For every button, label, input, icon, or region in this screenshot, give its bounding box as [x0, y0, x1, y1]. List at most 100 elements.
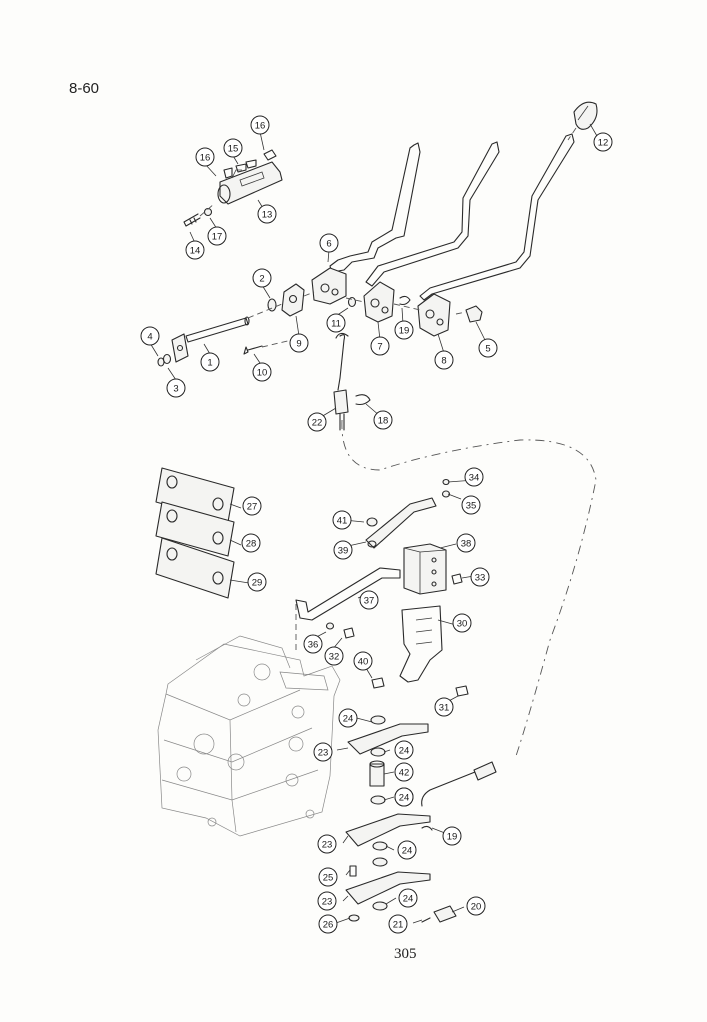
callout-circle [452, 613, 472, 633]
callout-number: 25 [323, 872, 334, 883]
callout-circle [332, 510, 352, 530]
callout-layer [149, 123, 598, 924]
callout-21: 21 [388, 914, 408, 934]
callout-38: 38 [456, 533, 476, 553]
callout-circle [319, 233, 339, 253]
callout-31: 31 [434, 697, 454, 717]
callout-4: 4 [140, 326, 160, 346]
callout-number: 14 [190, 245, 201, 256]
callout-23: 23 [317, 834, 337, 854]
linkage-stack [345, 715, 433, 922]
callout-circle [313, 742, 333, 762]
callout-circle [593, 132, 613, 152]
callout-number: 41 [337, 515, 348, 526]
callout-19: 19 [442, 826, 462, 846]
callout-number: 23 [322, 896, 333, 907]
callout-circle [388, 914, 408, 934]
callout-39: 39 [333, 540, 353, 560]
callout-15: 15 [223, 138, 243, 158]
callout-35: 35 [461, 495, 481, 515]
callout-circle [466, 896, 486, 916]
callout-number: 21 [393, 919, 404, 930]
callout-circle [289, 333, 309, 353]
callout-number: 40 [358, 656, 369, 667]
callout-circle [470, 567, 490, 587]
lever-7 [363, 141, 500, 323]
knob-12 [567, 101, 598, 141]
callout-number: 12 [598, 137, 609, 148]
callout-6: 6 [319, 233, 339, 253]
callout-circle [394, 740, 414, 760]
callout-circle [394, 787, 414, 807]
callout-40: 40 [353, 651, 373, 671]
callout-number: 2 [259, 273, 264, 284]
callout-circle [317, 834, 337, 854]
callout-9: 9 [289, 333, 309, 353]
callout-number: 18 [378, 415, 389, 426]
callout-number: 17 [212, 231, 223, 242]
callout-23: 23 [313, 742, 333, 762]
callout-8: 8 [434, 350, 454, 370]
callout-26: 26 [318, 914, 338, 934]
callout-circle [250, 115, 270, 135]
callout-22: 22 [307, 412, 327, 432]
callout-3: 3 [166, 378, 186, 398]
callout-circle [207, 226, 227, 246]
callout-37: 37 [359, 590, 379, 610]
callout-number: 36 [308, 639, 319, 650]
callout-circle [338, 708, 358, 728]
callout-number: 24 [343, 713, 354, 724]
callout-circle [478, 338, 498, 358]
callout-11: 11 [326, 313, 346, 333]
callout-24: 24 [394, 787, 414, 807]
callout-circle [257, 204, 277, 224]
callout-circle [324, 646, 344, 666]
callout-circle [326, 313, 346, 333]
callout-circle [398, 888, 418, 908]
lever-shaft-assembly [157, 283, 421, 367]
callout-circle [370, 336, 390, 356]
callout-circle [317, 891, 337, 911]
callout-16: 16 [195, 147, 215, 167]
callout-number: 22 [312, 417, 323, 428]
callout-number: 34 [469, 472, 480, 483]
callout-24: 24 [397, 840, 417, 860]
callout-number: 30 [457, 618, 468, 629]
callout-circle [252, 268, 272, 288]
callout-number: 28 [246, 538, 257, 549]
callout-number: 24 [403, 893, 414, 904]
callout-number: 38 [461, 538, 472, 549]
callout-number: 7 [377, 341, 382, 352]
callout-25: 25 [318, 867, 338, 887]
callout-circle [464, 467, 484, 487]
callout-circle [318, 914, 338, 934]
callout-number: 3 [173, 383, 178, 394]
callout-circle [461, 495, 481, 515]
cable-lower [421, 761, 497, 923]
callout-29: 29 [247, 572, 267, 592]
callout-number: 39 [338, 545, 349, 556]
callout-number: 33 [475, 572, 486, 583]
callout-number: 32 [329, 651, 340, 662]
callout-number: 37 [364, 595, 375, 606]
callout-number: 13 [262, 209, 273, 220]
callout-30: 30 [452, 613, 472, 633]
callout-circle [252, 362, 272, 382]
callout-number: 16 [255, 120, 266, 131]
callout-number: 1 [207, 357, 212, 368]
callout-27: 27 [242, 496, 262, 516]
callout-number: 24 [399, 792, 410, 803]
callout-number: 29 [252, 577, 263, 588]
callout-24: 24 [338, 708, 358, 728]
callout-12: 12 [593, 132, 613, 152]
callout-number: 8 [441, 355, 446, 366]
callout-circle [166, 378, 186, 398]
small-hardware [399, 295, 483, 323]
callout-number: 23 [322, 839, 333, 850]
callout-34: 34 [464, 467, 484, 487]
callout-circle [307, 412, 327, 432]
callout-number: 24 [399, 745, 410, 756]
callout-number: 15 [228, 143, 239, 154]
